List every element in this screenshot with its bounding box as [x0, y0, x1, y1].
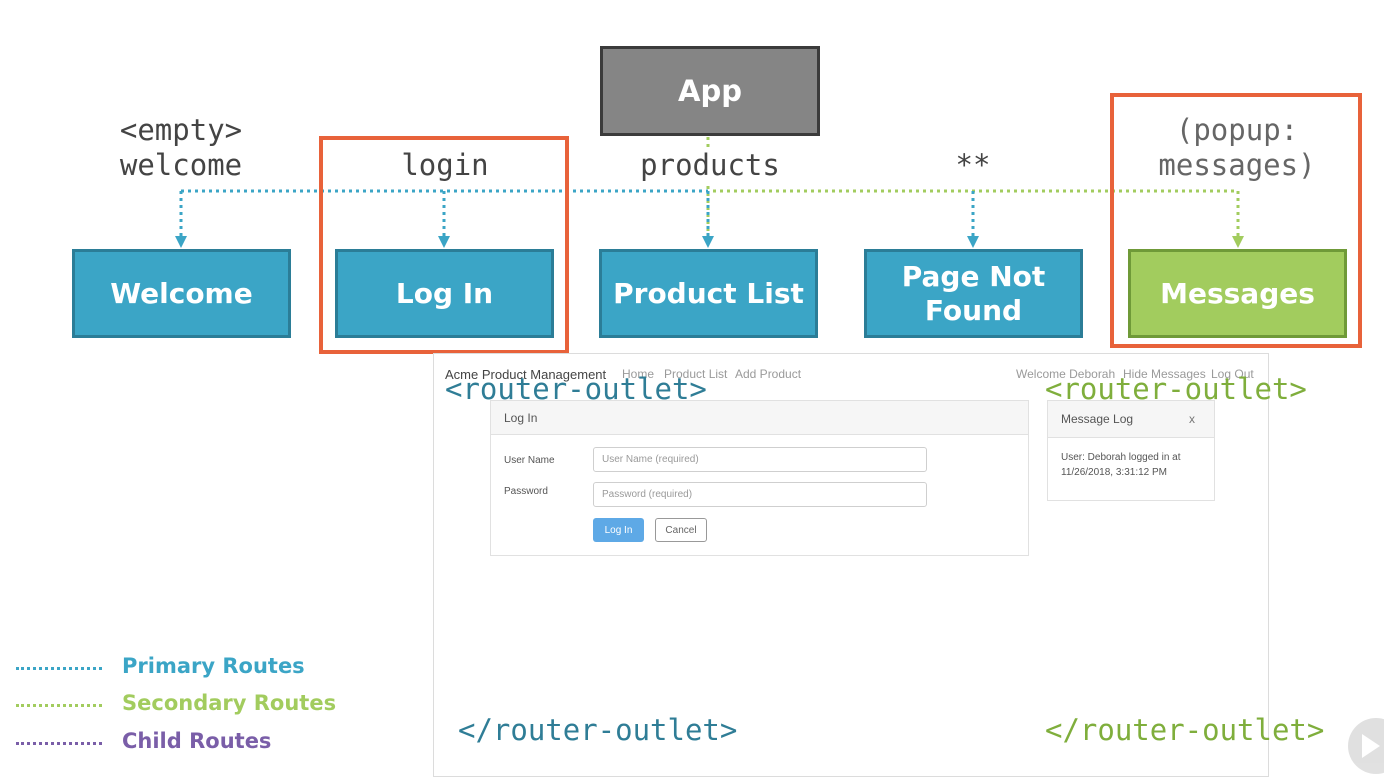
route-path-welcome: <empty> welcome: [100, 113, 262, 183]
component-messages: Messages: [1128, 249, 1347, 338]
secondary-outlet-close: </router-outlet>: [1045, 713, 1325, 747]
legend-primary-line: [16, 667, 102, 670]
nav-logout-link[interactable]: Log Out: [1211, 367, 1254, 381]
route-path-line: **: [955, 148, 991, 182]
play-icon[interactable]: [1348, 718, 1384, 774]
route-path-line: <empty>: [119, 113, 243, 147]
login-button[interactable]: Log In: [593, 518, 644, 542]
login-panel-title: Log In: [504, 411, 538, 425]
message-line: User: Deborah logged in at: [1061, 452, 1181, 463]
message-log-title: Message Log: [1061, 412, 1134, 426]
app-root-label: App: [678, 74, 742, 108]
route-path-line: products: [640, 148, 780, 182]
route-path-popup: (popup: messages): [1140, 113, 1334, 183]
primary-outlet-close: </router-outlet>: [458, 713, 738, 747]
component-product-list: Product List: [599, 249, 818, 338]
message-log-close-icon[interactable]: x: [1189, 412, 1195, 426]
component-page-not-found: Page Not Found: [864, 249, 1083, 338]
nav-home-link[interactable]: Home: [622, 367, 655, 381]
route-path-line: login: [401, 148, 489, 182]
play-glyph: [1362, 734, 1380, 758]
login-panel: Log In User Name User Name (required) Pa…: [490, 400, 1029, 556]
nav-welcome-user: Welcome Deborah: [1016, 367, 1116, 381]
username-input[interactable]: User Name (required): [593, 447, 927, 472]
legend-primary-label: Primary Routes: [122, 654, 305, 678]
arrow-notfound: [967, 236, 979, 248]
component-label: Page Not: [901, 259, 1046, 293]
message-log-header: Message Log x: [1048, 401, 1214, 438]
highlight-login: [319, 136, 569, 354]
password-label: Password: [504, 486, 548, 497]
legend-child-line: [16, 742, 102, 745]
route-path-login: login: [364, 148, 526, 183]
component-label: Welcome: [110, 276, 253, 310]
route-path-line: messages): [1158, 148, 1316, 182]
component-welcome: Welcome: [72, 249, 291, 338]
message-log-panel: Message Log x User: Deborah logged in at…: [1047, 400, 1215, 501]
app-root-box: App: [600, 46, 820, 136]
password-input[interactable]: Password (required): [593, 482, 927, 507]
login-panel-header: Log In: [491, 401, 1028, 435]
legend-child-label: Child Routes: [122, 729, 272, 753]
component-login: Log In: [335, 249, 554, 338]
cancel-button[interactable]: Cancel: [655, 518, 707, 542]
secondary-outlet-open: <router-outlet>: [1045, 372, 1307, 406]
component-label: Product List: [613, 276, 804, 310]
arrow-messages: [1232, 236, 1244, 248]
component-label: Found: [924, 293, 1023, 327]
nav-add-product-link[interactable]: Add Product: [735, 367, 802, 381]
legend-secondary-label: Secondary Routes: [122, 691, 337, 715]
nav-hide-messages-link[interactable]: Hide Messages: [1123, 367, 1206, 381]
component-label: Log In: [395, 276, 494, 310]
route-path-line: welcome: [119, 148, 243, 182]
route-path-wildcard: **: [930, 148, 1016, 183]
route-path-products: products: [620, 148, 800, 183]
legend-secondary-line: [16, 704, 102, 707]
arrow-login: [438, 236, 450, 248]
username-label: User Name: [504, 455, 555, 466]
route-path-line: (popup:: [1175, 113, 1299, 147]
nav-product-list-link[interactable]: Product List: [664, 367, 728, 381]
message-line: 11/26/2018, 3:31:12 PM: [1061, 467, 1168, 478]
component-label: Messages: [1160, 276, 1315, 310]
arrow-products: [702, 236, 714, 248]
app-preview: Acme Product Management Home Product Lis…: [433, 353, 1269, 777]
primary-outlet-open: <router-outlet>: [445, 372, 707, 406]
arrow-welcome: [175, 236, 187, 248]
highlight-messages: [1110, 93, 1362, 348]
app-brand[interactable]: Acme Product Management: [445, 367, 607, 382]
